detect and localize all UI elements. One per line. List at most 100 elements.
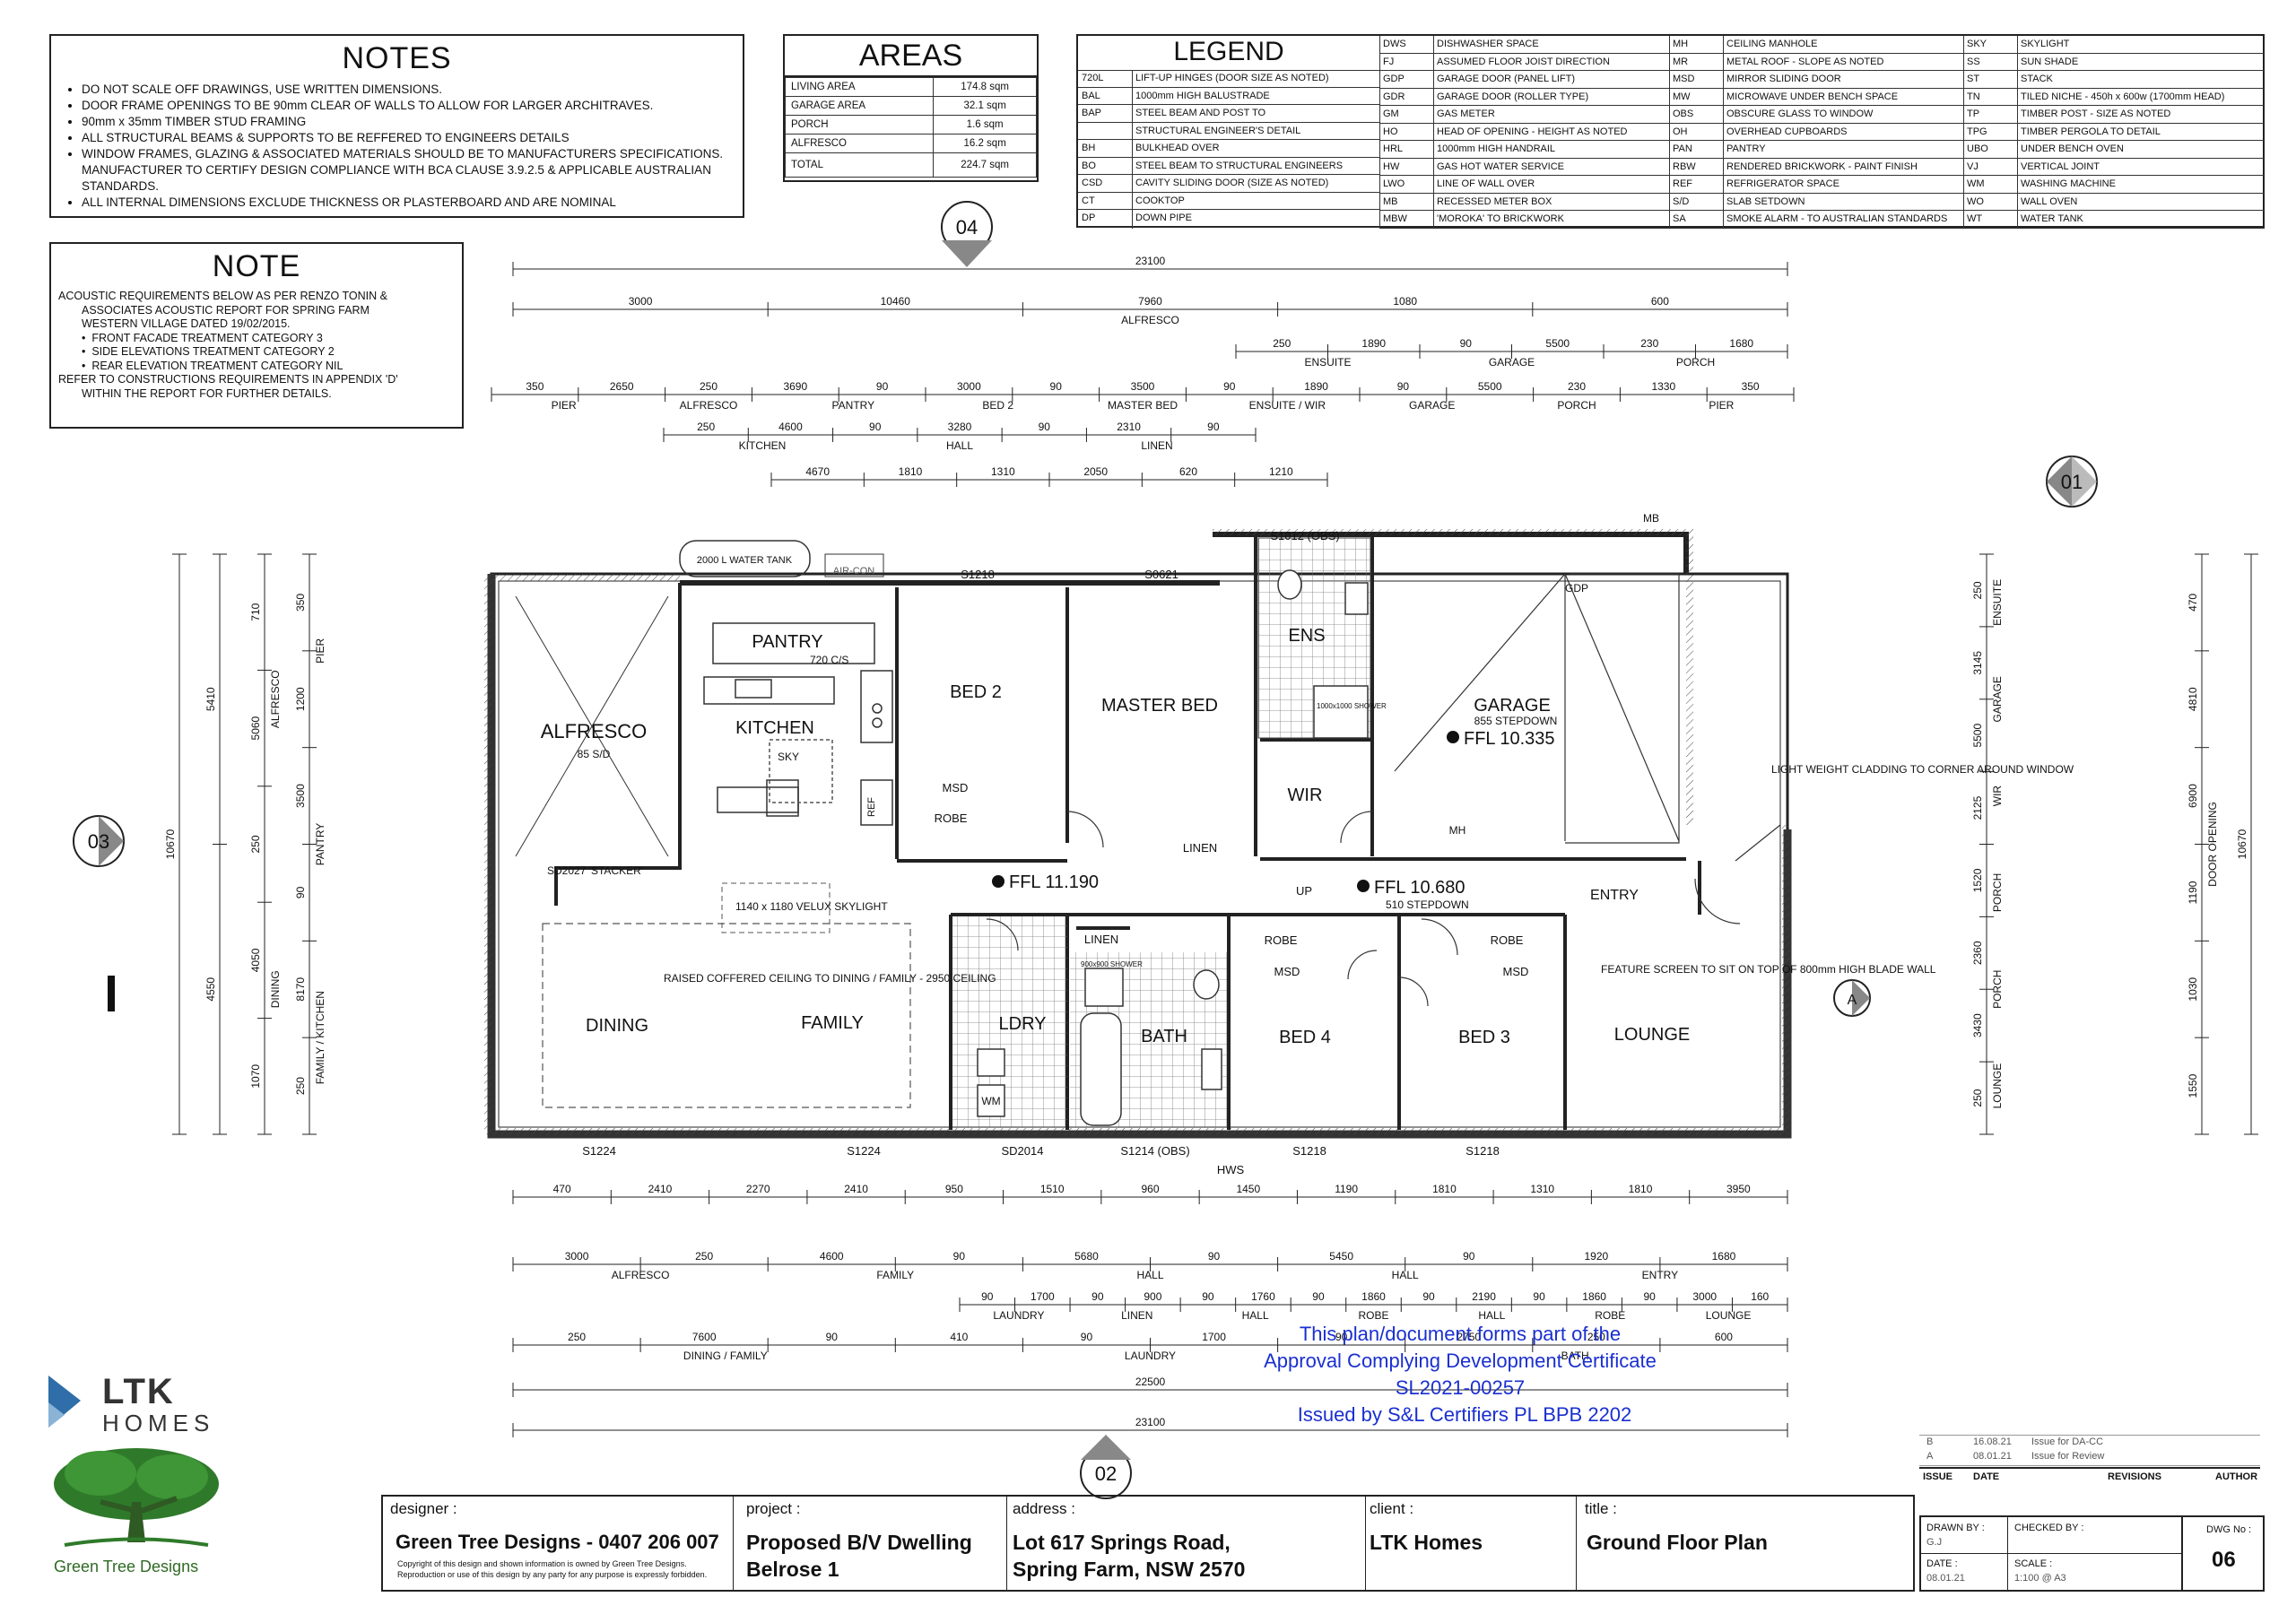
scale-value: 1:100 @ A3 bbox=[2014, 1573, 2066, 1584]
legend-desc: HEAD OF OPENING - HEIGHT AS NOTED bbox=[1437, 126, 1628, 137]
dim-left-b-value: 5060 bbox=[249, 716, 262, 740]
room-alfresco: ALFRESCO bbox=[541, 720, 648, 742]
ltk-line2: HOMES bbox=[102, 1410, 215, 1436]
dim-top-row5-value: 1310 bbox=[991, 465, 1015, 478]
legend-col-divider bbox=[2017, 36, 2018, 228]
legend-desc: TIMBER POST - SIZE AS NOTED bbox=[2021, 108, 2171, 119]
legend-desc: WASHING MACHINE bbox=[2021, 178, 2116, 189]
legend-col-divider bbox=[1379, 36, 1380, 228]
dim-right-overall-value: 10670 bbox=[2236, 829, 2248, 859]
legend-desc: METAL ROOF - SLOPE AS NOTED bbox=[1726, 56, 1884, 67]
revision-date: 16.08.21 bbox=[1973, 1436, 2012, 1447]
dim-bottom-row3-label: LINEN bbox=[1121, 1309, 1152, 1322]
legend-row: DP DOWN PIPE bbox=[1078, 210, 1379, 228]
up-label: UP bbox=[1296, 884, 1312, 898]
dim-top-row5-value: 620 bbox=[1179, 465, 1197, 478]
window-bottom-6: S1218 bbox=[1465, 1144, 1500, 1158]
legend-code: BO bbox=[1082, 160, 1096, 171]
dim-top-row4-value: 90 bbox=[869, 421, 882, 433]
revision-row: Issue for Review bbox=[2031, 1451, 2104, 1462]
legend-code: MSD bbox=[1673, 74, 1695, 84]
dim-bottom-row2-value: 250 bbox=[695, 1250, 713, 1263]
room-garage-sub: 855 STEPDOWN bbox=[1474, 715, 1558, 727]
dim-bottom-row1-value: 1450 bbox=[1236, 1183, 1260, 1195]
dim-left-c-value: 350 bbox=[294, 594, 307, 612]
shower2-label: 900x900 SHOWER bbox=[1081, 960, 1143, 968]
cs-label: 720 C/S bbox=[810, 654, 848, 666]
dim-top-row5-value: 1210 bbox=[1269, 465, 1293, 478]
legend-code: GDR bbox=[1383, 91, 1405, 102]
dim-right-a-value: 1030 bbox=[2187, 977, 2199, 1002]
legend-code: LWO bbox=[1383, 178, 1405, 189]
revision-row: B bbox=[1926, 1436, 1933, 1447]
window-bottom-5: S1218 bbox=[1292, 1144, 1326, 1158]
revision-row: A bbox=[1926, 1451, 1933, 1462]
legend-code: ST bbox=[1967, 74, 1980, 84]
dim-bottom-row2-value: 1920 bbox=[1584, 1250, 1608, 1263]
legend-code: MR bbox=[1673, 56, 1689, 67]
dim-bottom-row4-value: 410 bbox=[950, 1331, 968, 1343]
legend-desc: SLAB SETDOWN bbox=[1726, 195, 1805, 207]
dim-top-row5-value: 2050 bbox=[1083, 465, 1108, 478]
notes-item: WINDOW FRAMES, GLAZING & ASSOCIATED MATE… bbox=[82, 146, 743, 195]
legend-code: TP bbox=[1967, 108, 1980, 119]
date-label: DATE : bbox=[1926, 1558, 1958, 1569]
room-wir: WIR bbox=[1288, 785, 1323, 805]
revision-row: 08.01.21 bbox=[1973, 1451, 2012, 1462]
fixtures bbox=[977, 569, 1369, 1126]
legend-row: TP TIMBER POST - SIZE AS NOTED bbox=[1963, 106, 2265, 124]
dim-bottom-row2-value: 90 bbox=[1208, 1250, 1221, 1263]
window-top-1: S1218 bbox=[961, 568, 995, 581]
legend-desc: DOWN PIPE bbox=[1135, 213, 1192, 223]
dim-top-row2-value: 1890 bbox=[1361, 337, 1386, 350]
legend-code: HW bbox=[1383, 161, 1400, 172]
address-line2: Spring Farm, NSW 2570 bbox=[1013, 1558, 1246, 1581]
dim-bottom-row1-value: 2410 bbox=[648, 1183, 673, 1195]
dim-bottom-row1-value: 1510 bbox=[1040, 1183, 1065, 1195]
note-line: • SIDE ELEVATIONS TREATMENT CATEGORY 2 bbox=[82, 345, 335, 358]
dim-top-row3-label: PIER bbox=[1709, 399, 1734, 412]
legend-code: FJ bbox=[1383, 56, 1395, 67]
coffered-label: RAISED COFFERED CEILING TO DINING / FAMI… bbox=[664, 972, 996, 985]
dim-top-row4-value: 3280 bbox=[948, 421, 972, 433]
dimension-chains bbox=[172, 262, 2258, 1437]
room-bed2: BED 2 bbox=[950, 682, 1002, 702]
revision-date: 08.01.21 bbox=[1973, 1451, 2012, 1462]
room-mh: MH bbox=[1449, 824, 1466, 837]
dim-left-c-label: PANTRY bbox=[314, 823, 326, 866]
legend-col-divider bbox=[1669, 36, 1670, 228]
room-msd2: MSD bbox=[1274, 965, 1300, 978]
dim-left-overall-value: 10670 bbox=[164, 829, 177, 859]
legend-code: SKY bbox=[1967, 39, 1987, 49]
room-labels: ALFRESCO 85 S/D PANTRY KITCHEN BED 2 MAS… bbox=[541, 626, 1691, 1107]
legend-code: PAN bbox=[1673, 143, 1692, 154]
dim-bottom-row2-value: 5450 bbox=[1329, 1250, 1353, 1263]
drawn-label: DRAWN BY : bbox=[1926, 1523, 1985, 1533]
section-02: 02 bbox=[1095, 1462, 1117, 1485]
level-labels: FFL 11.190 FFL 10.335 FFL 10.680 510 STE… bbox=[1009, 729, 1555, 911]
garage-diagonals bbox=[1394, 573, 1680, 844]
dim-bottom-row4-value: 90 bbox=[1335, 1331, 1348, 1343]
designer-label: designer : bbox=[390, 1500, 457, 1517]
dim-top-row3-value: 90 bbox=[876, 380, 889, 393]
notes-title: NOTES bbox=[342, 41, 452, 75]
internal-walls bbox=[554, 536, 1701, 1130]
legend-desc: STEEL BEAM AND POST TO bbox=[1135, 108, 1266, 118]
legend-code: DP bbox=[1082, 213, 1096, 223]
legend-code: TPG bbox=[1967, 126, 1987, 137]
section-cut-line bbox=[108, 976, 115, 1011]
room-kitchen: KITCHEN bbox=[735, 718, 814, 738]
dim-bottom-row3-value: 1860 bbox=[1361, 1290, 1386, 1303]
window-bottom-2: S1224 bbox=[847, 1144, 881, 1158]
room-linen: LINEN bbox=[1183, 841, 1217, 855]
